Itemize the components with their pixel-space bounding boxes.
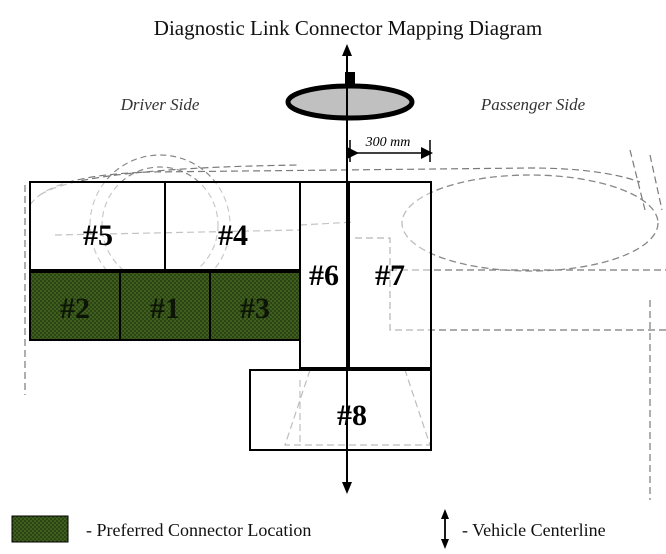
zone-label: #7 <box>375 259 405 292</box>
passenger-side-label: Passenger Side <box>480 95 586 114</box>
steering-wheel-icon <box>285 72 415 121</box>
zone-label: #5 <box>83 219 113 252</box>
preferred-swatch <box>11 515 69 543</box>
legend: - Preferred Connector Location - Vehicle… <box>11 509 606 549</box>
zone-label: #4 <box>218 219 248 252</box>
centerline-legend-icon <box>441 509 449 549</box>
zone-6-box: #6 <box>299 181 348 369</box>
zone-label: #6 <box>309 259 339 292</box>
legend-preferred-label: - Preferred Connector Location <box>86 520 311 540</box>
zone-4-box: #4 <box>164 181 301 271</box>
dimension-marker: 300 mm <box>347 135 433 162</box>
zone-8-box: #8 <box>249 369 432 451</box>
dimension-label: 300 mm <box>365 135 411 150</box>
zone-label: #2 <box>60 292 90 325</box>
passenger-ellipse <box>401 174 659 272</box>
zone-1-box: #1 <box>119 271 211 341</box>
zone-label: #3 <box>240 292 270 325</box>
zone-3-box: #3 <box>209 271 301 341</box>
zone-5-box: #5 <box>29 181 166 271</box>
legend-centerline-label: - Vehicle Centerline <box>462 520 606 540</box>
zone-label: #8 <box>337 399 367 432</box>
diagram-title: Diagnostic Link Connector Mapping Diagra… <box>154 16 542 40</box>
driver-side-label: Driver Side <box>120 95 200 114</box>
vehicle-centerline <box>342 44 352 494</box>
zone-label: #1 <box>150 292 180 325</box>
zone-7-box: #7 <box>348 181 432 369</box>
zone-2-box: #2 <box>29 271 121 341</box>
